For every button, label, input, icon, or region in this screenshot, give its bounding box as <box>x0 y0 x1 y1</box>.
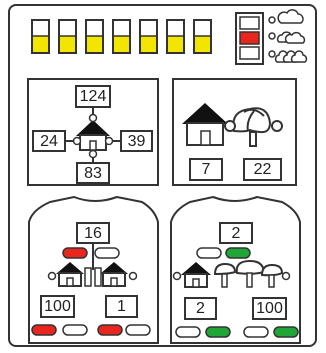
shirt-left-bottom-left-value: 100 <box>41 299 74 315</box>
shirt-left-bottom-pill-1[interactable] <box>32 325 56 335</box>
shirt-left-bottom-right-value: 1 <box>106 299 137 315</box>
shirt-left-bottom-pill-2[interactable] <box>63 325 87 335</box>
shirt-left-bottom-pill-3[interactable] <box>98 325 122 335</box>
shirt-right-bottom-pill-3[interactable] <box>244 327 268 337</box>
shirt-right-top-value: 2 <box>220 226 252 242</box>
shirt-right-bottom-pill-1[interactable] <box>176 327 200 337</box>
shirt-right-top-pill-2[interactable] <box>226 248 250 258</box>
shirt-left-top-pill-1[interactable] <box>63 248 87 258</box>
shirt-right-bottom-left-value: 2 <box>185 301 216 317</box>
shirt-right-bottom-pill-4[interactable] <box>274 327 298 337</box>
shirt-right-bottom-pill-2[interactable] <box>206 327 230 337</box>
shirt-right-bottom-right-value: 100 <box>253 301 286 317</box>
shirt-right-top-pill-1[interactable] <box>197 248 221 258</box>
shirt-left-top-pill-2[interactable] <box>95 248 119 258</box>
shirt-left-top-value: 16 <box>77 226 109 242</box>
shirt-left-bottom-pill-4[interactable] <box>126 325 150 335</box>
